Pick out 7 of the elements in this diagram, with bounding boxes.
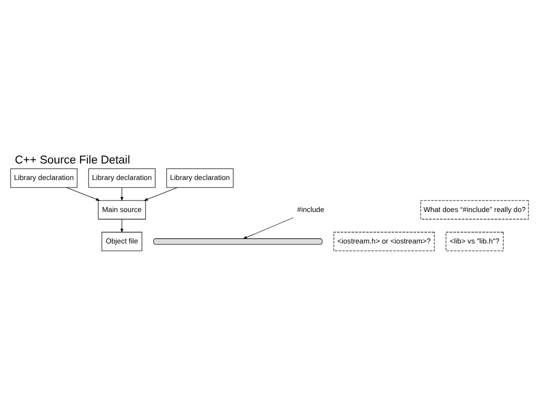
arrow <box>120 187 124 202</box>
arrow <box>66 187 100 201</box>
node-bar <box>153 238 322 245</box>
diagram-title: C++ Source File Detail <box>14 154 130 166</box>
arrow <box>144 187 178 201</box>
arrow <box>120 218 124 233</box>
arrow <box>242 217 294 239</box>
